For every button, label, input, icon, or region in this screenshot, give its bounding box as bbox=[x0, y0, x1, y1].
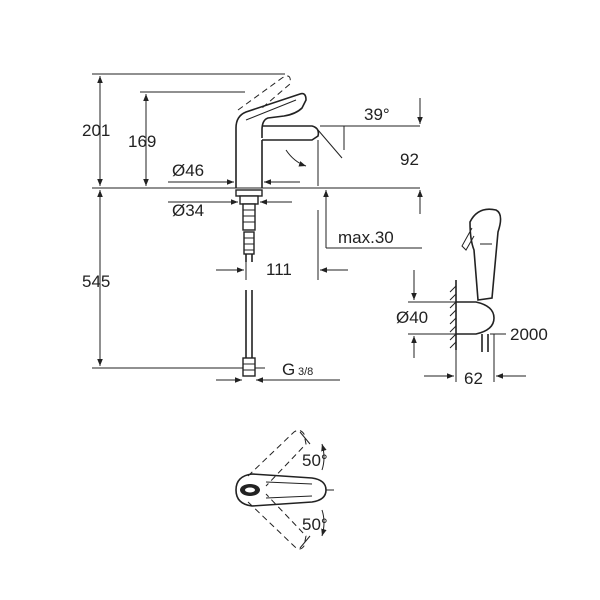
dim-92: 92 bbox=[400, 150, 419, 169]
dim-62: 62 bbox=[464, 369, 483, 388]
dim-111: 111 bbox=[266, 260, 292, 279]
dim-d46: Ø46 bbox=[172, 161, 204, 180]
dim-max30: max.30 bbox=[338, 228, 394, 247]
dim-d40: Ø40 bbox=[396, 308, 428, 327]
dim-201: 201 bbox=[82, 121, 110, 140]
shower-holder bbox=[456, 301, 495, 335]
dim-thread-size: 3/8 bbox=[298, 366, 313, 378]
faucet-spout bbox=[262, 125, 320, 141]
dim-545: 545 bbox=[82, 272, 110, 291]
spout-angle-line bbox=[317, 129, 343, 159]
lever-raised-outline bbox=[237, 75, 291, 111]
lever-top-view: 50° 50° bbox=[235, 429, 334, 550]
faucet-body bbox=[235, 92, 307, 188]
mount-plate bbox=[235, 189, 263, 197]
threaded-rod bbox=[242, 203, 256, 231]
hose-connector bbox=[243, 231, 255, 255]
hand-shower-view: Ø40 2000 62 bbox=[396, 208, 548, 388]
lever-edge bbox=[245, 99, 297, 121]
dim-angle-50-top: 50° bbox=[302, 451, 328, 470]
lever-rotated-right bbox=[247, 493, 307, 550]
dim-hose-2000: 2000 bbox=[510, 325, 548, 344]
faucet-side-view: 201 169 545 Ø46 Ø34 111 G 3/8 39° bbox=[82, 73, 423, 383]
dim-angle-39: 39° bbox=[364, 105, 390, 124]
dim-169: 169 bbox=[128, 132, 156, 151]
shower-head bbox=[469, 208, 502, 301]
supply-hose-fitting bbox=[242, 357, 256, 377]
dim-d34: Ø34 bbox=[172, 201, 204, 220]
lever-rotated-left bbox=[247, 429, 307, 487]
mount-nut bbox=[239, 195, 259, 205]
dim-angle-50-bottom: 50° bbox=[302, 515, 328, 534]
dim-thread-g: G bbox=[282, 360, 295, 379]
